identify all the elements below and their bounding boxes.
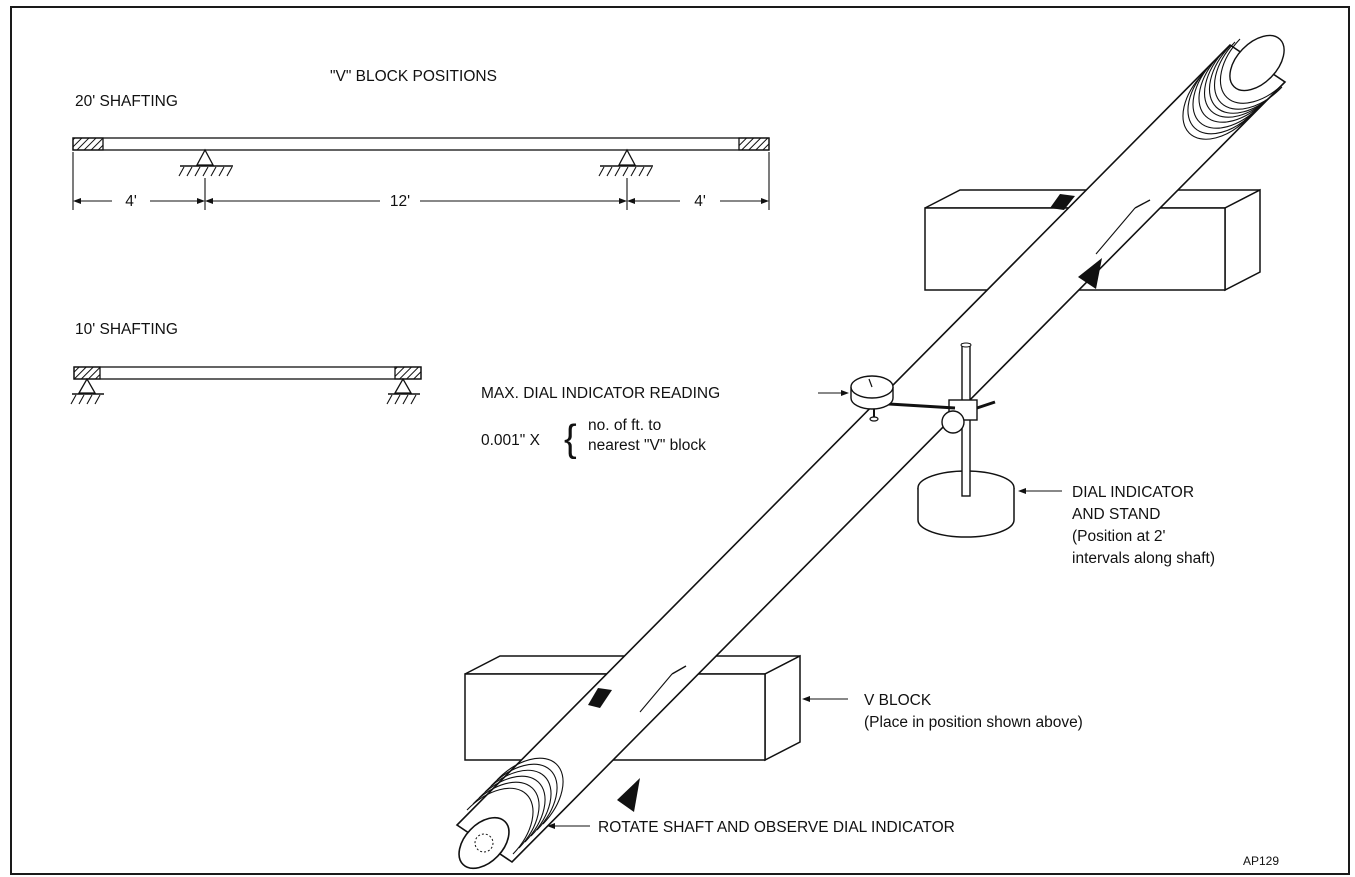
- dim-label-left: 4': [125, 193, 137, 210]
- support-10ft-right: [386, 377, 420, 405]
- shaft-10ft-title: 10' SHAFTING: [75, 321, 178, 338]
- figure-frame: [10, 6, 1350, 875]
- dim-label-middle: 12': [390, 193, 410, 210]
- dial-indicator-stand: [887, 342, 1015, 538]
- formula-brace: {: [564, 418, 577, 460]
- dial-gauge: [850, 375, 894, 422]
- shaft-20ft-end-right: [738, 137, 770, 151]
- formula-line-2: nearest "V" block: [588, 437, 706, 454]
- label-stand-position: (Position at 2': [1072, 528, 1165, 545]
- dimension-lines: [72, 152, 770, 210]
- label-and-stand: AND STAND: [1072, 506, 1160, 523]
- label-v-block-place: (Place in position shown above): [864, 714, 1083, 731]
- shaft-20ft-schematic: 20' SHAFTING: [72, 93, 770, 210]
- shaft-thread-bottom: [458, 757, 564, 870]
- shaft-20ft-bar: [72, 137, 770, 151]
- figure-code: AP129: [1243, 854, 1279, 868]
- shaft-20ft-end-left: [72, 137, 104, 151]
- shaft-10ft-end-left: [73, 366, 101, 380]
- indicator-arm: [887, 402, 956, 410]
- label-v-block: V BLOCK: [864, 692, 932, 709]
- shaft-center-mark: [474, 833, 494, 853]
- label-rotate-shaft: ROTATE SHAFT AND OBSERVE DIAL INDICATOR: [598, 819, 955, 836]
- label-max-dial-reading: MAX. DIAL INDICATOR READING: [481, 385, 720, 402]
- heading-vblock-positions: "V" BLOCK POSITIONS: [330, 68, 497, 85]
- label-dial-indicator: DIAL INDICATOR: [1072, 484, 1194, 501]
- label-stand-intervals: intervals along shaft): [1072, 550, 1215, 567]
- shaft-10ft-end-right: [394, 366, 422, 380]
- dim-label-right: 4': [694, 193, 706, 210]
- support-right: [598, 148, 653, 177]
- shaft-10ft-schematic: 10' SHAFTING: [70, 321, 422, 405]
- clamp-knob: [941, 410, 965, 434]
- support-left: [178, 148, 233, 177]
- shaft-10ft-bar: [73, 366, 422, 380]
- shaft-thread-top: [1182, 34, 1286, 140]
- shaft: [455, 34, 1287, 870]
- shaft-20ft-title: 20' SHAFTING: [75, 93, 178, 110]
- support-10ft-left: [70, 377, 104, 405]
- formula-prefix: 0.001" X: [481, 432, 541, 449]
- formula-line-1: no. of ft. to: [588, 417, 661, 434]
